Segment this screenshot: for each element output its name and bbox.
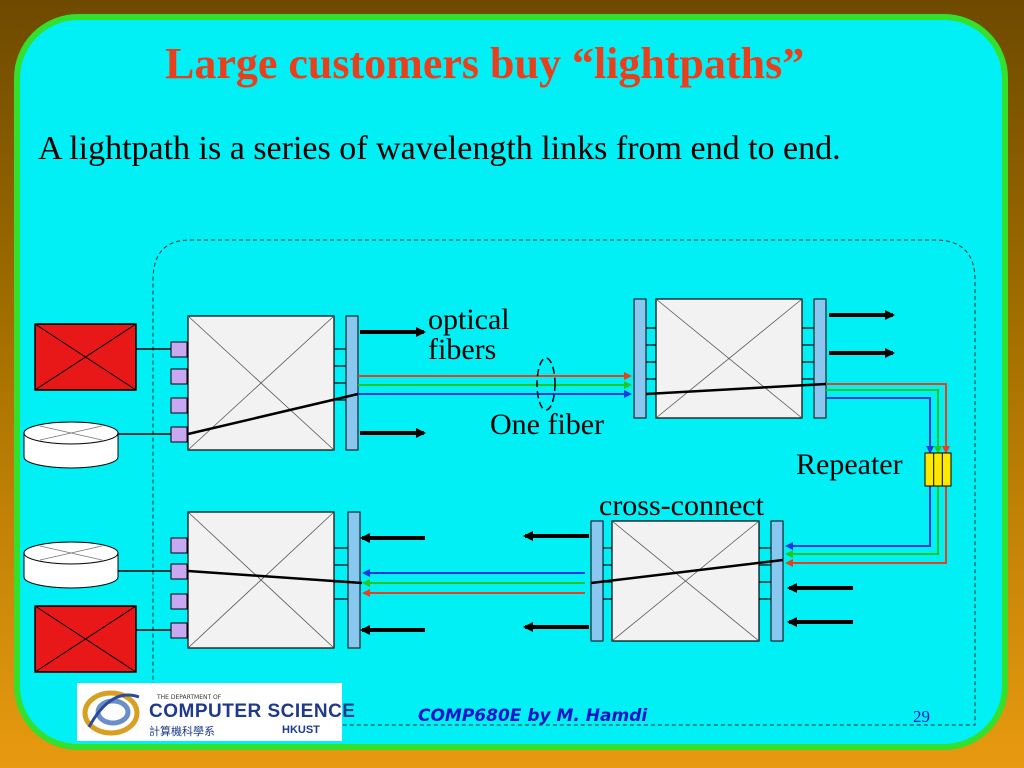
customer-disk-top [23,421,119,469]
fiber-arrows [360,310,895,635]
cross-connect-top-right [655,298,803,419]
logo-swirl-icon [82,690,140,736]
footer-course: COMP680E by M. Hamdi [418,706,648,726]
repeater-label: Repeater [796,448,903,481]
department-logo: THE DEPARTMENT OF COMPUTER SCIENCE 計算機科學… [77,683,355,741]
logo-chinese-name: 計算機科學系 [149,725,215,738]
cross-connect-label: cross-connect [599,489,764,522]
customer-router-bottom [34,605,137,673]
network-boundary [152,239,976,726]
slide-subtitle: A lightpath is a series of wavelength li… [38,130,841,167]
logo-department-of: THE DEPARTMENT OF [157,694,222,701]
access-links [118,348,171,631]
wavelength-fibers [358,372,950,597]
slide-title: Large customers buy “lightpaths” [165,39,805,88]
repeater [924,452,952,487]
customer-ports [170,341,188,639]
one-fiber-label: One fiber [490,408,605,441]
one-fiber-marker [536,357,556,411]
cross-connect-bottom-right [611,520,760,642]
optical-fibers-label: optical fibers [428,303,510,366]
logo-computer-science: COMPUTER SCIENCE [149,701,356,722]
customer-disk-bottom [23,541,119,589]
logo-hkust: HKUST [282,724,320,736]
page-number: 29 [913,707,930,726]
port-bars [345,298,827,649]
customer-router-top [34,323,137,391]
internal-connections [187,382,827,585]
